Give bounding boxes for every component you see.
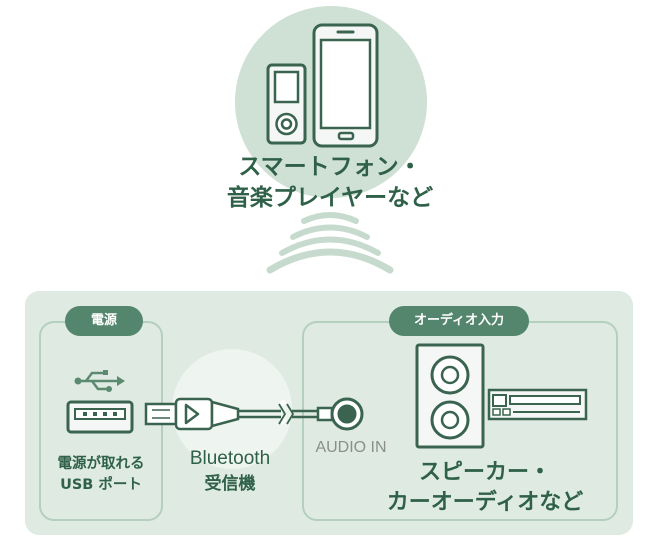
dest-label-line1: スピーカー・ bbox=[418, 460, 551, 485]
audio-cable bbox=[238, 399, 334, 425]
receiver-label-line2: 受信機 bbox=[204, 474, 256, 494]
audio-in-badge: オーディオ入力 bbox=[389, 306, 529, 336]
music-player-icon bbox=[266, 63, 307, 145]
audio-in-port-label: AUDIO IN bbox=[315, 439, 387, 456]
car-audio-icon bbox=[487, 388, 588, 421]
speaker-icon bbox=[415, 343, 485, 449]
usb-label-line1: 電源が取れる bbox=[57, 456, 145, 472]
source-label-line1: スマートフォン・ bbox=[238, 154, 422, 180]
dest-label-line2: カーオーディオなど bbox=[386, 490, 584, 515]
usb-symbol-icon bbox=[74, 370, 125, 392]
smartphone-icon bbox=[312, 23, 379, 148]
bluetooth-receiver-icon bbox=[144, 397, 240, 431]
wireless-signal-icon bbox=[266, 212, 394, 274]
source-label-line2: 音楽プレイヤーなど bbox=[226, 185, 434, 211]
audio-jack-icon bbox=[330, 397, 364, 431]
power-badge: 電源 bbox=[65, 306, 143, 336]
usb-port-icon bbox=[66, 400, 134, 434]
usb-label-line2: USB ポート bbox=[60, 477, 142, 493]
receiver-label-line1: Bluetooth bbox=[189, 448, 271, 469]
